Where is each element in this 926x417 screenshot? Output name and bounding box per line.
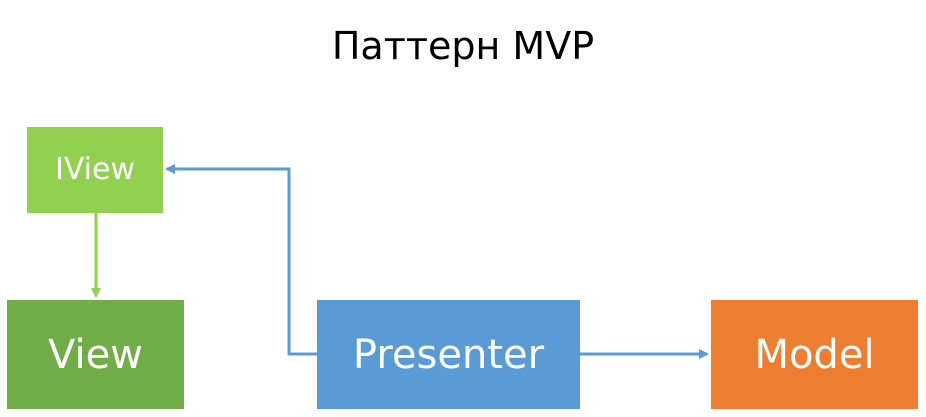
node-view: View — [7, 300, 184, 409]
edge-presenter-to-iview — [165, 164, 317, 356]
diagram-title: Паттерн MVP — [331, 24, 595, 68]
node-iview: IView — [27, 127, 163, 213]
node-view-label: View — [48, 331, 143, 378]
node-iview-label: IView — [54, 152, 136, 187]
node-presenter-label: Presenter — [352, 331, 545, 378]
node-model: Model — [711, 300, 918, 409]
node-model-label: Model — [754, 331, 875, 378]
node-presenter: Presenter — [317, 300, 580, 409]
